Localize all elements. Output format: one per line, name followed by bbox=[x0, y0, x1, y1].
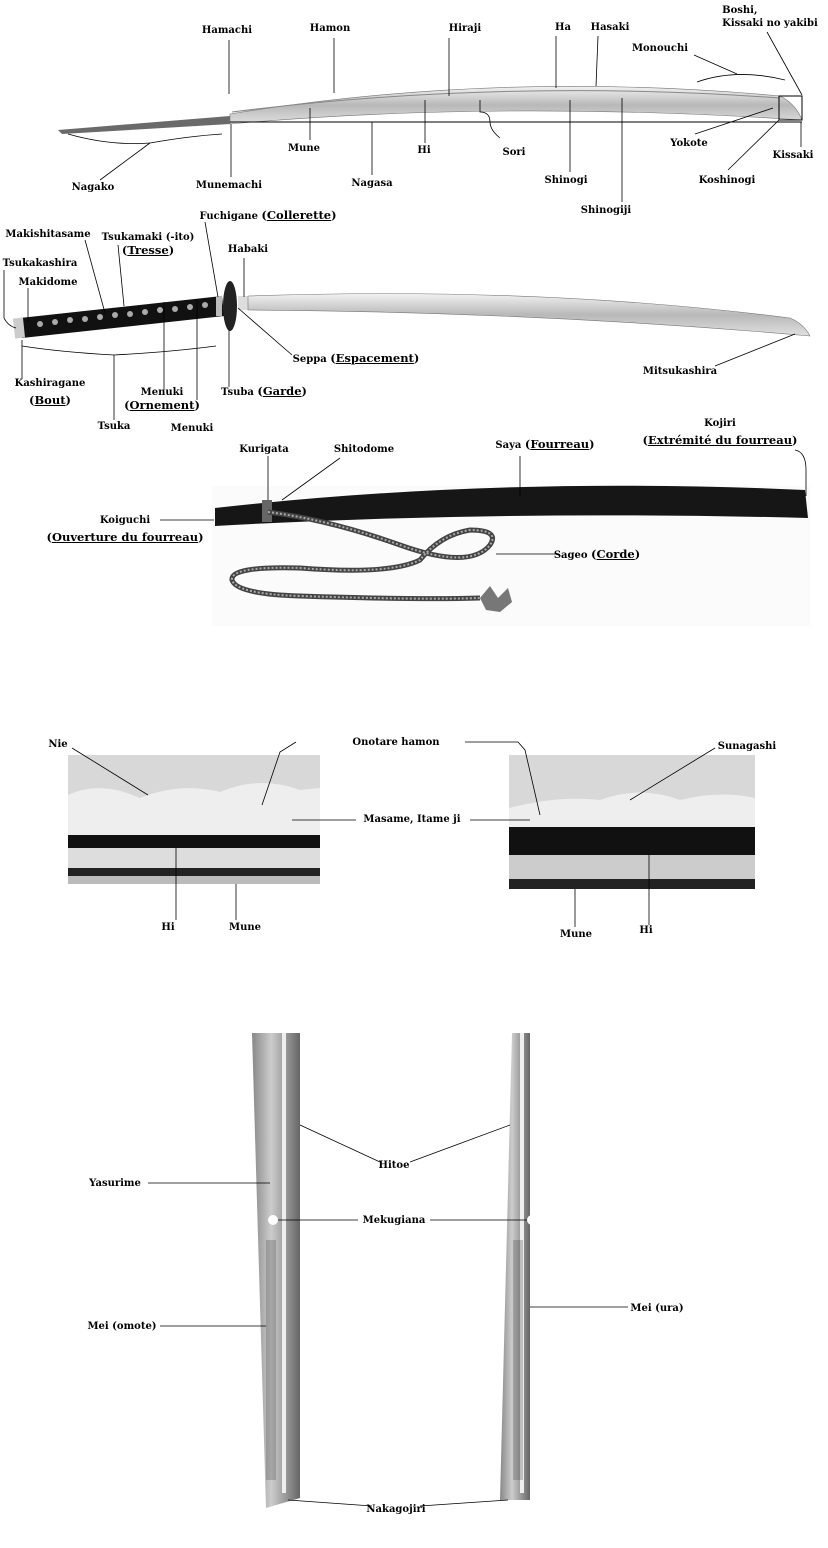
closeup-leader-lines bbox=[71, 741, 716, 927]
label-yokote: Yokote bbox=[670, 138, 708, 149]
label-kashiragane: Kashiragane(Bout) bbox=[14, 378, 86, 407]
label-nie: Nie bbox=[48, 739, 68, 750]
label-sunagashi: Sunagashi bbox=[717, 741, 777, 752]
label-hamon: Hamon bbox=[309, 23, 351, 34]
label-menuki: Menuki bbox=[170, 423, 214, 434]
label-sageo: Sageo (Corde) bbox=[553, 547, 641, 562]
label-kissaki: Kissaki bbox=[772, 150, 814, 161]
label-shinogiji: Shinogiji bbox=[580, 205, 632, 216]
label-nagasa: Nagasa bbox=[351, 178, 393, 189]
tang-ura bbox=[500, 1033, 537, 1500]
label-yasurime: Yasurime bbox=[89, 1178, 141, 1189]
label-hitoe: Hitoe bbox=[378, 1160, 410, 1171]
label-hi: Hi bbox=[417, 145, 431, 156]
mounted-sword bbox=[12, 281, 811, 339]
tang-omote bbox=[252, 1033, 300, 1508]
label-mune-left: Mune bbox=[229, 922, 261, 933]
label-nakagojiri: Nakagojiri bbox=[366, 1504, 426, 1515]
bare-blade bbox=[58, 86, 803, 134]
closeup-right bbox=[509, 755, 755, 889]
label-menuki-ornement: Menuki(Ornement) bbox=[124, 387, 200, 412]
label-habaki: Habaki bbox=[227, 244, 269, 255]
label-ha: Ha bbox=[555, 22, 571, 33]
scabbard bbox=[212, 485, 810, 626]
label-hi-right: Hi bbox=[639, 925, 653, 936]
label-munemachi: Munemachi bbox=[195, 180, 263, 191]
label-monouchi: Monouchi bbox=[631, 43, 689, 54]
label-makishitasame: Makishitasame bbox=[5, 229, 91, 240]
label-fuchigane: Fuchigane (Collerette) bbox=[199, 208, 337, 223]
label-tsukamaki: Tsukamaki (-ito)(Tresse) bbox=[101, 232, 195, 257]
label-hi-left: Hi bbox=[161, 922, 175, 933]
label-koiguchi: Koiguchi(Ouverture du fourreau) bbox=[46, 515, 204, 544]
label-seppa: Seppa (Espacement) bbox=[292, 351, 420, 366]
label-saya: Saya (Fourreau) bbox=[495, 437, 595, 452]
label-hasaki: Hasaki bbox=[590, 22, 630, 33]
label-koshinogi: Koshinogi bbox=[698, 175, 756, 186]
label-mune-right: Mune bbox=[560, 929, 592, 940]
tang-leader-lines bbox=[148, 1124, 628, 1507]
blade-leader-lines bbox=[67, 31, 803, 202]
label-tsuba: Tsuba (Garde) bbox=[221, 384, 307, 399]
label-makidome: Makidome bbox=[18, 277, 78, 288]
label-shinogi: Shinogi bbox=[544, 175, 588, 186]
label-mei-ura: Mei (ura) bbox=[630, 1303, 684, 1314]
label-onotare-hamon: Onotare hamon bbox=[352, 737, 440, 748]
mounted-leader-lines bbox=[3, 221, 796, 420]
closeup-left bbox=[68, 755, 320, 884]
label-boshi: Boshi,Kissaki no yakibi bbox=[722, 5, 818, 29]
label-nagako: Nagako bbox=[71, 182, 115, 193]
label-mune: Mune bbox=[288, 143, 320, 154]
label-tsuka: Tsuka bbox=[97, 421, 131, 432]
label-shitodome: Shitodome bbox=[333, 444, 395, 455]
label-tsukakashira: Tsukakashira bbox=[2, 258, 78, 269]
label-kurigata: Kurigata bbox=[239, 444, 289, 455]
label-masame-itame-ji: Masame, Itame ji bbox=[363, 814, 461, 825]
label-mitsukashira: Mitsukashira bbox=[642, 366, 718, 377]
label-kojiri: Kojiri(Extrémité du fourreau) bbox=[642, 418, 798, 447]
label-mekugiana: Mekugiana bbox=[362, 1215, 426, 1226]
label-mei-omote: Mei (omote) bbox=[87, 1321, 157, 1332]
label-hamachi: Hamachi bbox=[201, 25, 253, 36]
label-hiraji: Hiraji bbox=[448, 23, 482, 34]
scabbard-leader-lines bbox=[160, 449, 807, 555]
label-sori: Sori bbox=[502, 147, 526, 158]
